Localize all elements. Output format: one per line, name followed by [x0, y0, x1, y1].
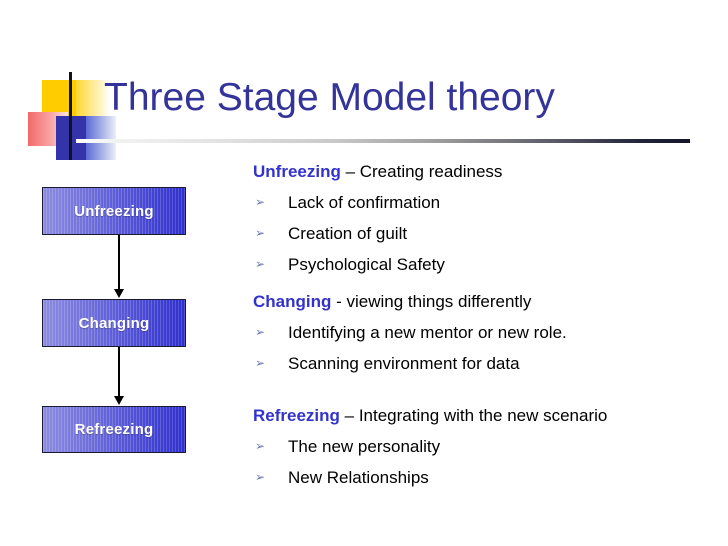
section-keyword: Unfreezing — [253, 162, 341, 181]
arrow-bullet-icon: ➢ — [255, 257, 266, 271]
connector-arrow-unfreezing-to-changing — [113, 235, 125, 299]
vertical-rule-icon — [69, 72, 72, 160]
arrow-shaft — [118, 235, 120, 291]
arrow-bullet-icon: ➢ — [255, 356, 266, 370]
arrow-bullet-icon: ➢ — [255, 195, 266, 209]
section-unfreezing: Unfreezing – Creating readiness ➢ Lack o… — [253, 157, 723, 280]
stage-box-label: Refreezing — [74, 421, 154, 438]
list-item-label: Lack of confirmation — [288, 193, 441, 212]
section-heading: Refreezing – Integrating with the new sc… — [253, 401, 723, 431]
section-changing: Changing - viewing things differently ➢ … — [253, 287, 723, 379]
section-heading: Unfreezing – Creating readiness — [253, 157, 723, 187]
stage-box-refreezing[interactable]: Refreezing — [42, 406, 186, 453]
list-item: ➢ New Relationships — [253, 462, 723, 493]
list-item: ➢ Creation of guilt — [253, 218, 723, 249]
decorative-logo — [28, 72, 116, 160]
bullet-list-changing: ➢ Identifying a new mentor or new role. … — [253, 317, 723, 379]
stage-box-label: Unfreezing — [74, 202, 154, 220]
arrow-shaft — [118, 347, 120, 398]
down-arrow-icon — [114, 289, 124, 298]
connector-arrow-changing-to-refreezing — [113, 347, 125, 406]
list-item-label: The new personality — [288, 437, 441, 456]
arrow-bullet-icon: ➢ — [255, 439, 266, 453]
section-subtitle: – Creating readiness — [340, 162, 503, 181]
list-item-label: Creation of guilt — [288, 224, 408, 243]
list-item-label: New Relationships — [288, 468, 429, 487]
blue-gradient-square-icon — [86, 116, 116, 160]
list-item: ➢ Identifying a new mentor or new role. — [253, 317, 723, 348]
stage-box-label: Changing — [78, 314, 150, 332]
section-subtitle: - viewing things differently — [331, 292, 532, 311]
list-item-label: Psychological Safety — [288, 255, 445, 274]
list-item: ➢ Scanning environment for data — [253, 348, 723, 379]
down-arrow-icon — [114, 396, 124, 405]
page-title: Three Stage Model theory — [104, 76, 555, 119]
title-divider — [76, 139, 690, 143]
list-item: ➢ Lack of confirmation — [253, 187, 723, 218]
section-subtitle: – Integrating with the new scenario — [339, 406, 608, 425]
section-keyword: Refreezing — [253, 406, 340, 425]
section-refreezing: Refreezing – Integrating with the new sc… — [253, 401, 723, 493]
bullet-list-unfreezing: ➢ Lack of confirmation ➢ Creation of gui… — [253, 187, 723, 280]
bullet-list-refreezing: ➢ The new personality ➢ New Relationship… — [253, 431, 723, 493]
arrow-bullet-icon: ➢ — [255, 470, 266, 484]
stage-box-changing[interactable]: Changing — [42, 299, 186, 347]
list-item-label: Scanning environment for data — [288, 354, 520, 373]
list-item: ➢ Psychological Safety — [253, 249, 723, 280]
arrow-bullet-icon: ➢ — [255, 325, 266, 339]
arrow-bullet-icon: ➢ — [255, 226, 266, 240]
section-keyword: Changing — [253, 292, 332, 311]
yellow-gradient-square-icon — [76, 80, 110, 118]
list-item-label: Identifying a new mentor or new role. — [288, 323, 567, 342]
section-heading: Changing - viewing things differently — [253, 287, 723, 317]
list-item: ➢ The new personality — [253, 431, 723, 462]
stage-box-unfreezing[interactable]: Unfreezing — [42, 187, 186, 235]
